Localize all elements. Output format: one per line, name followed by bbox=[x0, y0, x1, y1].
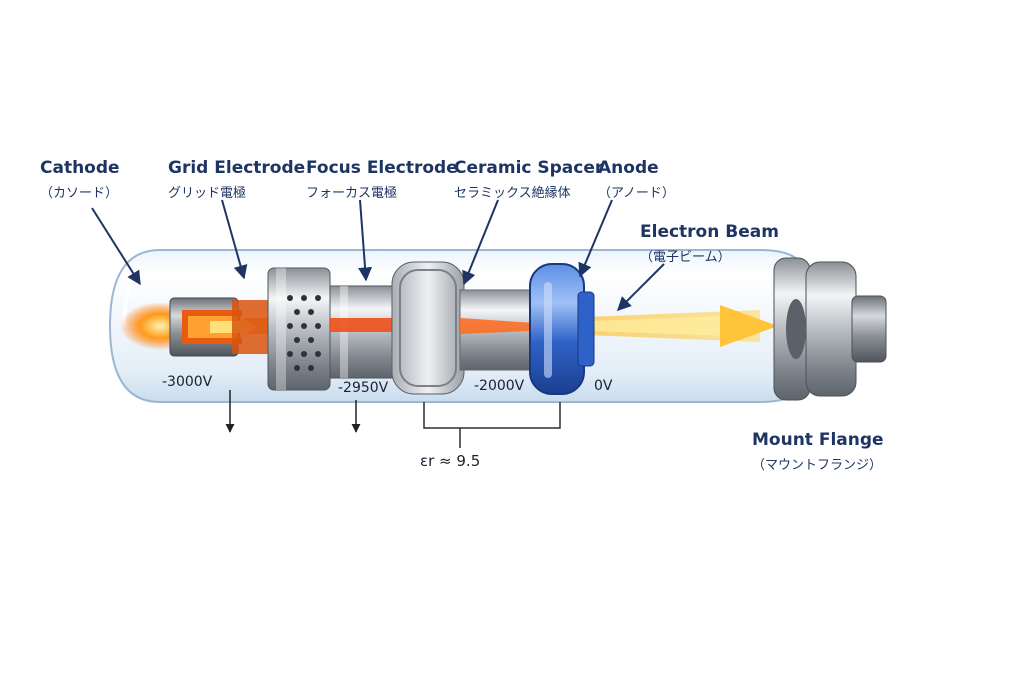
lead-wires bbox=[225, 390, 361, 433]
voltage-anode: 0V bbox=[594, 378, 613, 394]
grid-label: Grid Electrode グリッド電極 bbox=[168, 158, 305, 201]
flange-label-en: Mount Flange bbox=[752, 430, 884, 450]
beam-label-en: Electron Beam bbox=[640, 222, 779, 242]
grid-label-ja: グリッド電極 bbox=[168, 186, 247, 201]
spacer-label-en: Ceramic Spacer bbox=[454, 158, 604, 178]
beam-label-ja: （電子ビーム） bbox=[640, 250, 731, 265]
voltage-focus: -2950V bbox=[338, 380, 389, 396]
flange-label-ja: （マウントフランジ） bbox=[752, 458, 883, 473]
beam-label: Electron Beam （電子ビーム） bbox=[640, 222, 779, 265]
focus-label-en: Focus Electrode bbox=[306, 158, 458, 178]
voltage-cathode: -3000V bbox=[162, 374, 213, 390]
cathode-label-en: Cathode bbox=[40, 158, 120, 178]
cathode-label-ja: （カソード） bbox=[40, 186, 119, 201]
grid-label-en: Grid Electrode bbox=[168, 158, 306, 178]
anode-label-ja: （アノード） bbox=[598, 186, 675, 201]
spacer-label-ja: セラミックス絶縁体 bbox=[454, 186, 571, 201]
spacer-bracket bbox=[423, 402, 561, 448]
focus-label-ja: フォーカス電極 bbox=[306, 186, 398, 201]
focus-label: Focus Electrode フォーカス電極 bbox=[306, 158, 458, 201]
anode bbox=[529, 263, 595, 395]
anode-label-en: Anode bbox=[598, 158, 659, 178]
spacer-label: Ceramic Spacer セラミックス絶縁体 bbox=[454, 158, 603, 201]
voltage-spacer: -2000V bbox=[474, 378, 525, 394]
permittivity-label: εr ≈ 9.5 bbox=[420, 452, 481, 470]
label-pointers bbox=[91, 199, 665, 311]
anode-label: Anode （アノード） bbox=[598, 158, 675, 201]
grid-electrode bbox=[232, 267, 331, 391]
mount-flange bbox=[773, 257, 887, 401]
flange-label: Mount Flange （マウントフランジ） bbox=[752, 430, 884, 473]
cathode-label: Cathode （カソード） bbox=[40, 158, 120, 201]
